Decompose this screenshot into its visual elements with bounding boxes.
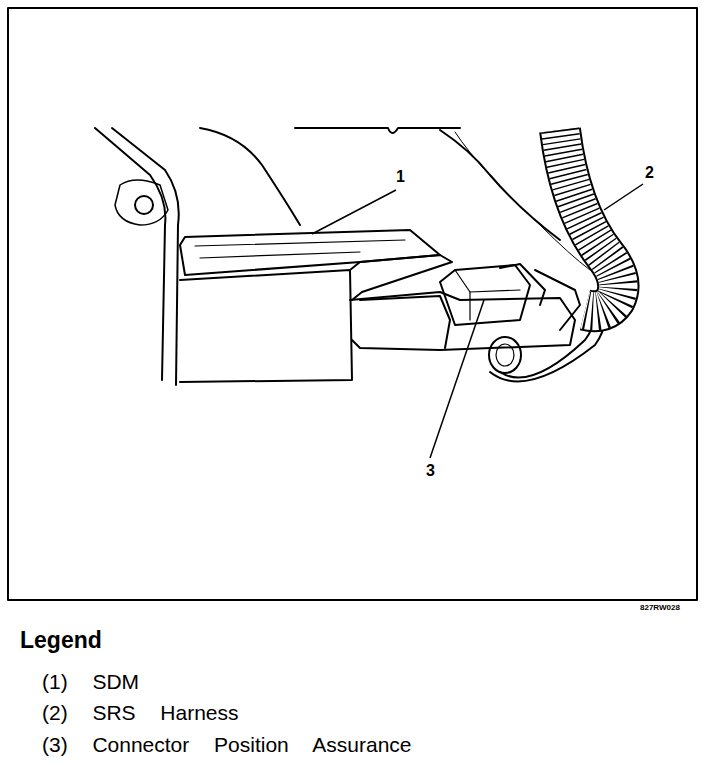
figure-code: 827RW028	[640, 604, 680, 613]
legend-entry: (3) Connector Position Assurance	[42, 733, 412, 756]
callout-number: 1	[395, 168, 406, 186]
legend-heading: Legend	[20, 628, 102, 653]
legend-entry: (1) SDM	[42, 670, 139, 693]
legend-entry: (2) SRS Harness	[42, 701, 239, 724]
callout-number: 2	[644, 164, 655, 182]
callout-number: 3	[425, 462, 436, 480]
